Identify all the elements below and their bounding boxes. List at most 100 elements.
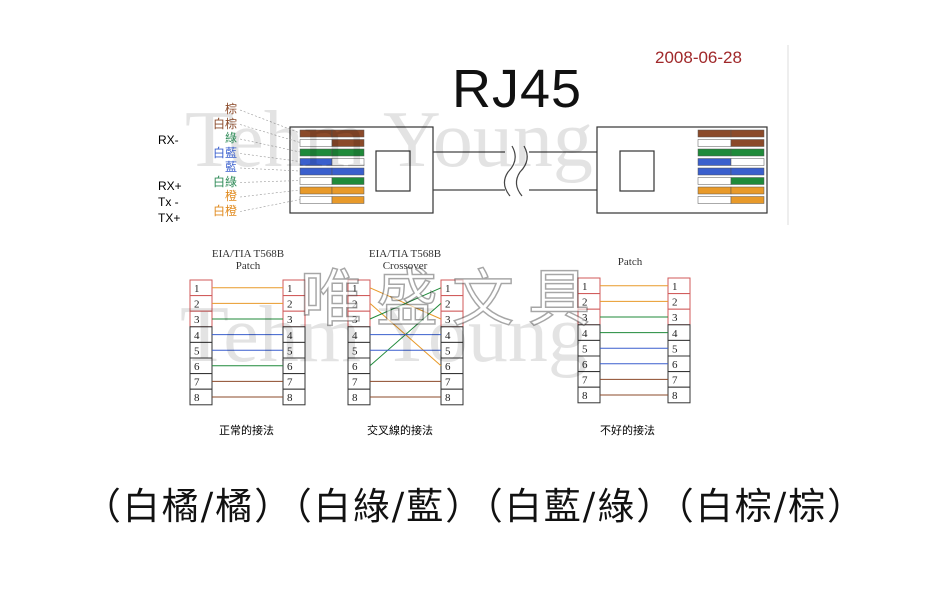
cable-break-right — [515, 145, 528, 197]
pin-number: 3 — [287, 314, 293, 326]
wire-stripe — [331, 148, 365, 157]
pin-number: 1 — [287, 283, 293, 295]
wire-label: 棕 — [225, 102, 238, 116]
pin-number: 2 — [445, 299, 451, 311]
pin-number: 6 — [194, 361, 200, 373]
wire-stripe — [730, 177, 765, 185]
pin-number: 7 — [445, 377, 451, 389]
pin-number: 5 — [672, 343, 678, 355]
pin-number: 7 — [194, 377, 200, 389]
pin-number: 8 — [445, 392, 451, 404]
wire-stripe — [331, 158, 365, 166]
watermark-latin-bottom: Tehm Young — [180, 291, 588, 379]
wire-stripe — [697, 148, 732, 157]
pin-number: 3 — [194, 314, 200, 326]
left-connector-window — [375, 150, 411, 192]
pin-number: 2 — [287, 299, 293, 311]
wire-stripe — [331, 139, 365, 147]
wire-stripe — [331, 196, 365, 204]
wire-stripe — [697, 167, 732, 176]
wire-label: 綠 — [225, 131, 238, 145]
watermark-cjk: 唯盛文具 — [299, 261, 605, 336]
pin-number: 6 — [445, 361, 451, 373]
pin-number: 6 — [352, 361, 358, 373]
table2-title-line2: Crossover — [382, 260, 428, 272]
pin-number: 7 — [287, 377, 293, 389]
pin-number: 4 — [672, 328, 678, 340]
pin-number: 3 — [352, 314, 358, 326]
pin-number: 3 — [445, 314, 451, 326]
wire-stripe — [697, 139, 732, 147]
wire-stripe — [331, 177, 365, 185]
wire-label: 白藍 — [213, 145, 238, 160]
table1-title-line2: Patch — [235, 260, 261, 272]
wire-label-leader — [239, 109, 301, 134]
wire-label-leader — [239, 124, 301, 143]
wire-stripe — [697, 186, 732, 195]
wire-stripe — [331, 129, 365, 138]
wire-stripe — [730, 167, 765, 176]
pin-number: 4 — [445, 330, 451, 342]
wire-stripe — [730, 139, 765, 147]
signal-label-tx-minus: Tx - — [158, 195, 179, 209]
pin-number: 8 — [672, 390, 678, 402]
diagram-title: RJ45 — [452, 59, 583, 119]
signal-label-tx-plus: TX+ — [158, 211, 181, 225]
pin-number: 7 — [352, 377, 358, 389]
wire-stripe — [299, 196, 333, 204]
signal-label-rx-plus: RX+ — [158, 179, 182, 193]
pin-number: 4 — [194, 330, 200, 342]
wire-label: 白橙 — [213, 203, 238, 218]
pin-number: 4 — [287, 330, 293, 342]
pin-number: 2 — [194, 299, 200, 311]
right-wire-stripes — [697, 129, 765, 204]
wire-label-leaders — [239, 109, 301, 212]
wire-label: 白綠 — [213, 174, 238, 189]
signal-label-rx-minus: RX- — [158, 133, 179, 147]
wire-stripe — [730, 196, 765, 204]
pin-number: 5 — [194, 345, 200, 357]
pin-number: 8 — [582, 390, 588, 402]
pin-number: 5 — [287, 345, 293, 357]
bottom-color-order: （白橘/橘）（白綠/藍）（白藍/綠）（白棕/棕） — [83, 485, 867, 528]
wire-stripe — [697, 158, 732, 166]
pin-number: 6 — [287, 361, 293, 373]
wire-stripe — [697, 129, 732, 138]
watermark-latin-top: Tehm Young — [185, 96, 593, 184]
pin-number: 7 — [672, 375, 678, 387]
pin-number: 3 — [582, 312, 588, 324]
wire-stripe — [299, 186, 333, 195]
date-label: 2008-06-28 — [655, 48, 742, 67]
pin-number: 1 — [582, 281, 588, 293]
pin-number: 4 — [352, 330, 358, 342]
left-wire-stripes — [299, 129, 365, 204]
pin-number: 1 — [194, 283, 200, 295]
table3-title: Patch — [617, 256, 643, 268]
pin-number: 3 — [672, 312, 678, 324]
wire-stripe — [730, 129, 765, 138]
pin-number: 2 — [582, 297, 588, 309]
wire-stripe — [697, 177, 732, 185]
wire-stripe — [730, 148, 765, 157]
wire-stripe — [730, 158, 765, 166]
pin-number: 5 — [352, 345, 358, 357]
cable-break-left — [503, 145, 516, 197]
pin-number: 8 — [194, 392, 200, 404]
table1-title-line1: EIA/TIA T568B — [211, 248, 285, 260]
pin-number: 5 — [582, 343, 588, 355]
pin-number: 4 — [582, 328, 588, 340]
pin-number: 7 — [582, 375, 588, 387]
pin-number: 8 — [352, 392, 358, 404]
pin-number: 6 — [672, 359, 678, 371]
wire-label: 白棕 — [213, 116, 238, 131]
wire-stripe — [730, 186, 765, 195]
pin-number: 2 — [672, 297, 678, 309]
table3-caption: 不好的接法 — [600, 424, 655, 437]
pin-number: 1 — [672, 281, 678, 293]
wire-label: 藍 — [225, 160, 238, 174]
pin-number: 1 — [445, 283, 451, 295]
